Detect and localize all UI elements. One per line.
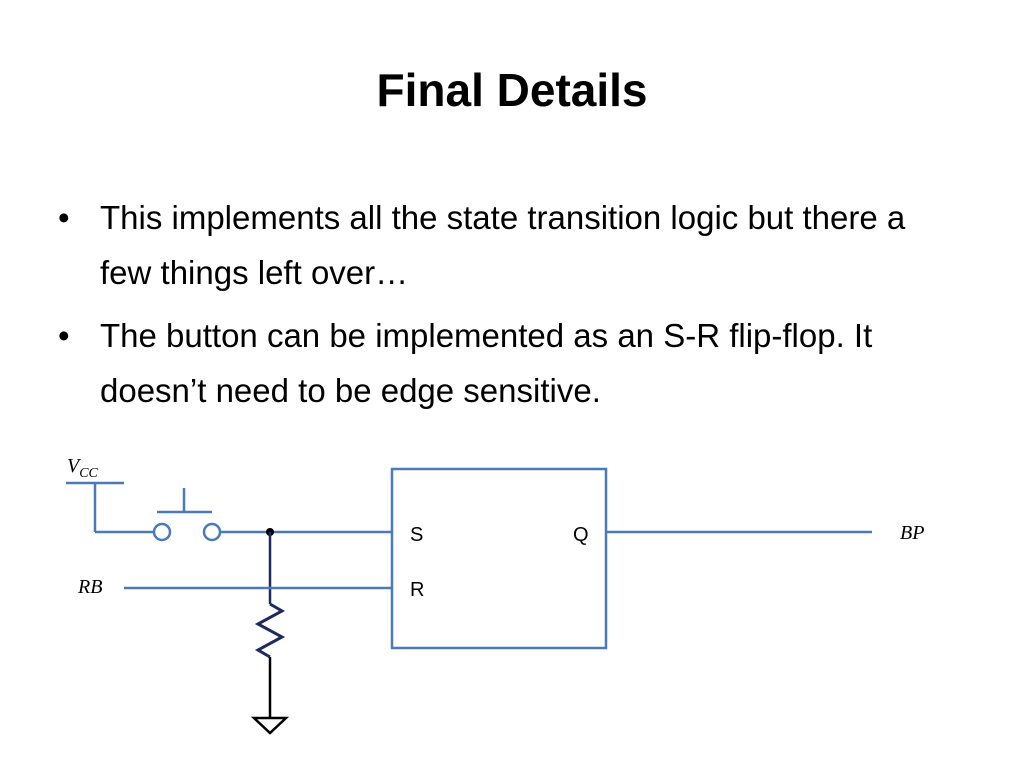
bullet-marker: • — [58, 317, 70, 354]
bullet-text: The button can be implemented as an S-R … — [100, 317, 873, 409]
reset-pin-label: R — [410, 579, 424, 601]
bullet-list: • This implements all the state transiti… — [58, 190, 958, 426]
sr-flipflop-box — [390, 467, 608, 650]
bullet-item: • The button can be implemented as an S-… — [58, 308, 958, 418]
bullet-item: • This implements all the state transiti… — [58, 190, 958, 300]
output-pin-label: Q — [573, 524, 589, 546]
bp-label: BP — [900, 522, 924, 544]
bullet-marker: • — [58, 199, 70, 236]
vcc-label: VCC — [67, 455, 99, 481]
slide-title: Final Details — [376, 64, 648, 116]
set-pin-label: S — [410, 524, 423, 546]
bullet-text: This implements all the state transition… — [100, 199, 906, 291]
resistor-icon — [254, 602, 286, 659]
ground-icon — [250, 716, 290, 735]
rb-label: RB — [77, 576, 102, 598]
pushbutton-switch-icon — [152, 488, 222, 542]
